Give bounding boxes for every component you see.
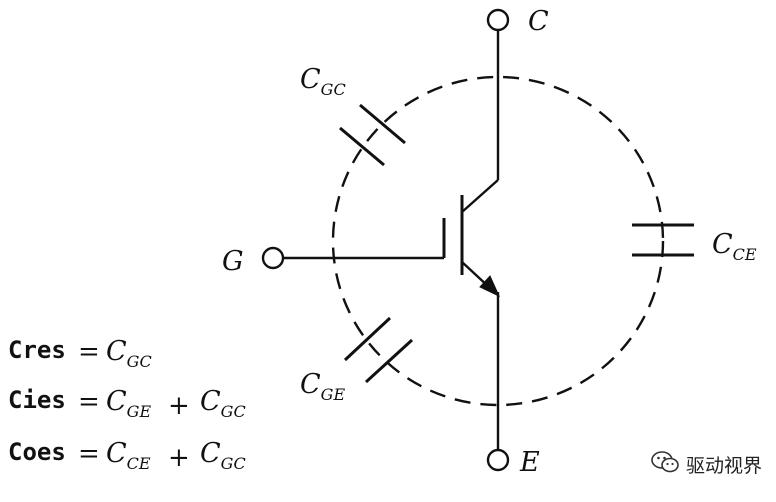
emitter-label: E xyxy=(519,447,540,478)
equals-sign: = xyxy=(78,337,100,367)
cge-label: CGE xyxy=(300,369,345,404)
equals-sign: = xyxy=(78,439,100,469)
equation-term: CGC xyxy=(106,336,152,371)
cce-label: CCE xyxy=(712,229,757,264)
equation-name: Coes xyxy=(8,438,66,466)
collector-arm xyxy=(461,179,499,213)
equation-coes: Coes = CCE + CGC xyxy=(8,438,246,473)
equation-name: Cies xyxy=(8,386,66,414)
plus-sign: + xyxy=(168,443,190,473)
cgc-label: CGC xyxy=(300,64,346,99)
equation-term: CGC xyxy=(200,438,246,473)
collector-terminal xyxy=(486,8,510,32)
cgc-plate-inner xyxy=(359,103,406,145)
plus-sign: + xyxy=(168,391,190,421)
package-dashed-boundary xyxy=(331,75,665,407)
watermark: 驱动视界 xyxy=(650,450,762,479)
cgc-plate-outer xyxy=(339,126,385,167)
equals-sign: = xyxy=(78,387,100,417)
gate-terminal xyxy=(261,246,285,270)
wechat-icon xyxy=(650,450,680,479)
equation-name: Cres xyxy=(8,336,66,364)
cge-plate-inner xyxy=(364,338,414,384)
emitter-terminal xyxy=(486,448,510,472)
emitter-arrow xyxy=(479,275,501,298)
gate-label: G xyxy=(222,246,244,277)
equation-cres: Cres = CGC xyxy=(8,336,152,371)
equation-term: CGE xyxy=(106,386,151,421)
equation-term: CCE xyxy=(106,438,151,473)
collector-label: C xyxy=(528,6,549,37)
cge-plate-outer xyxy=(343,316,392,362)
equation-term: CGC xyxy=(200,386,246,421)
equation-cies: Cies = CGE + CGC xyxy=(8,386,246,421)
watermark-text: 驱动视界 xyxy=(685,455,762,477)
